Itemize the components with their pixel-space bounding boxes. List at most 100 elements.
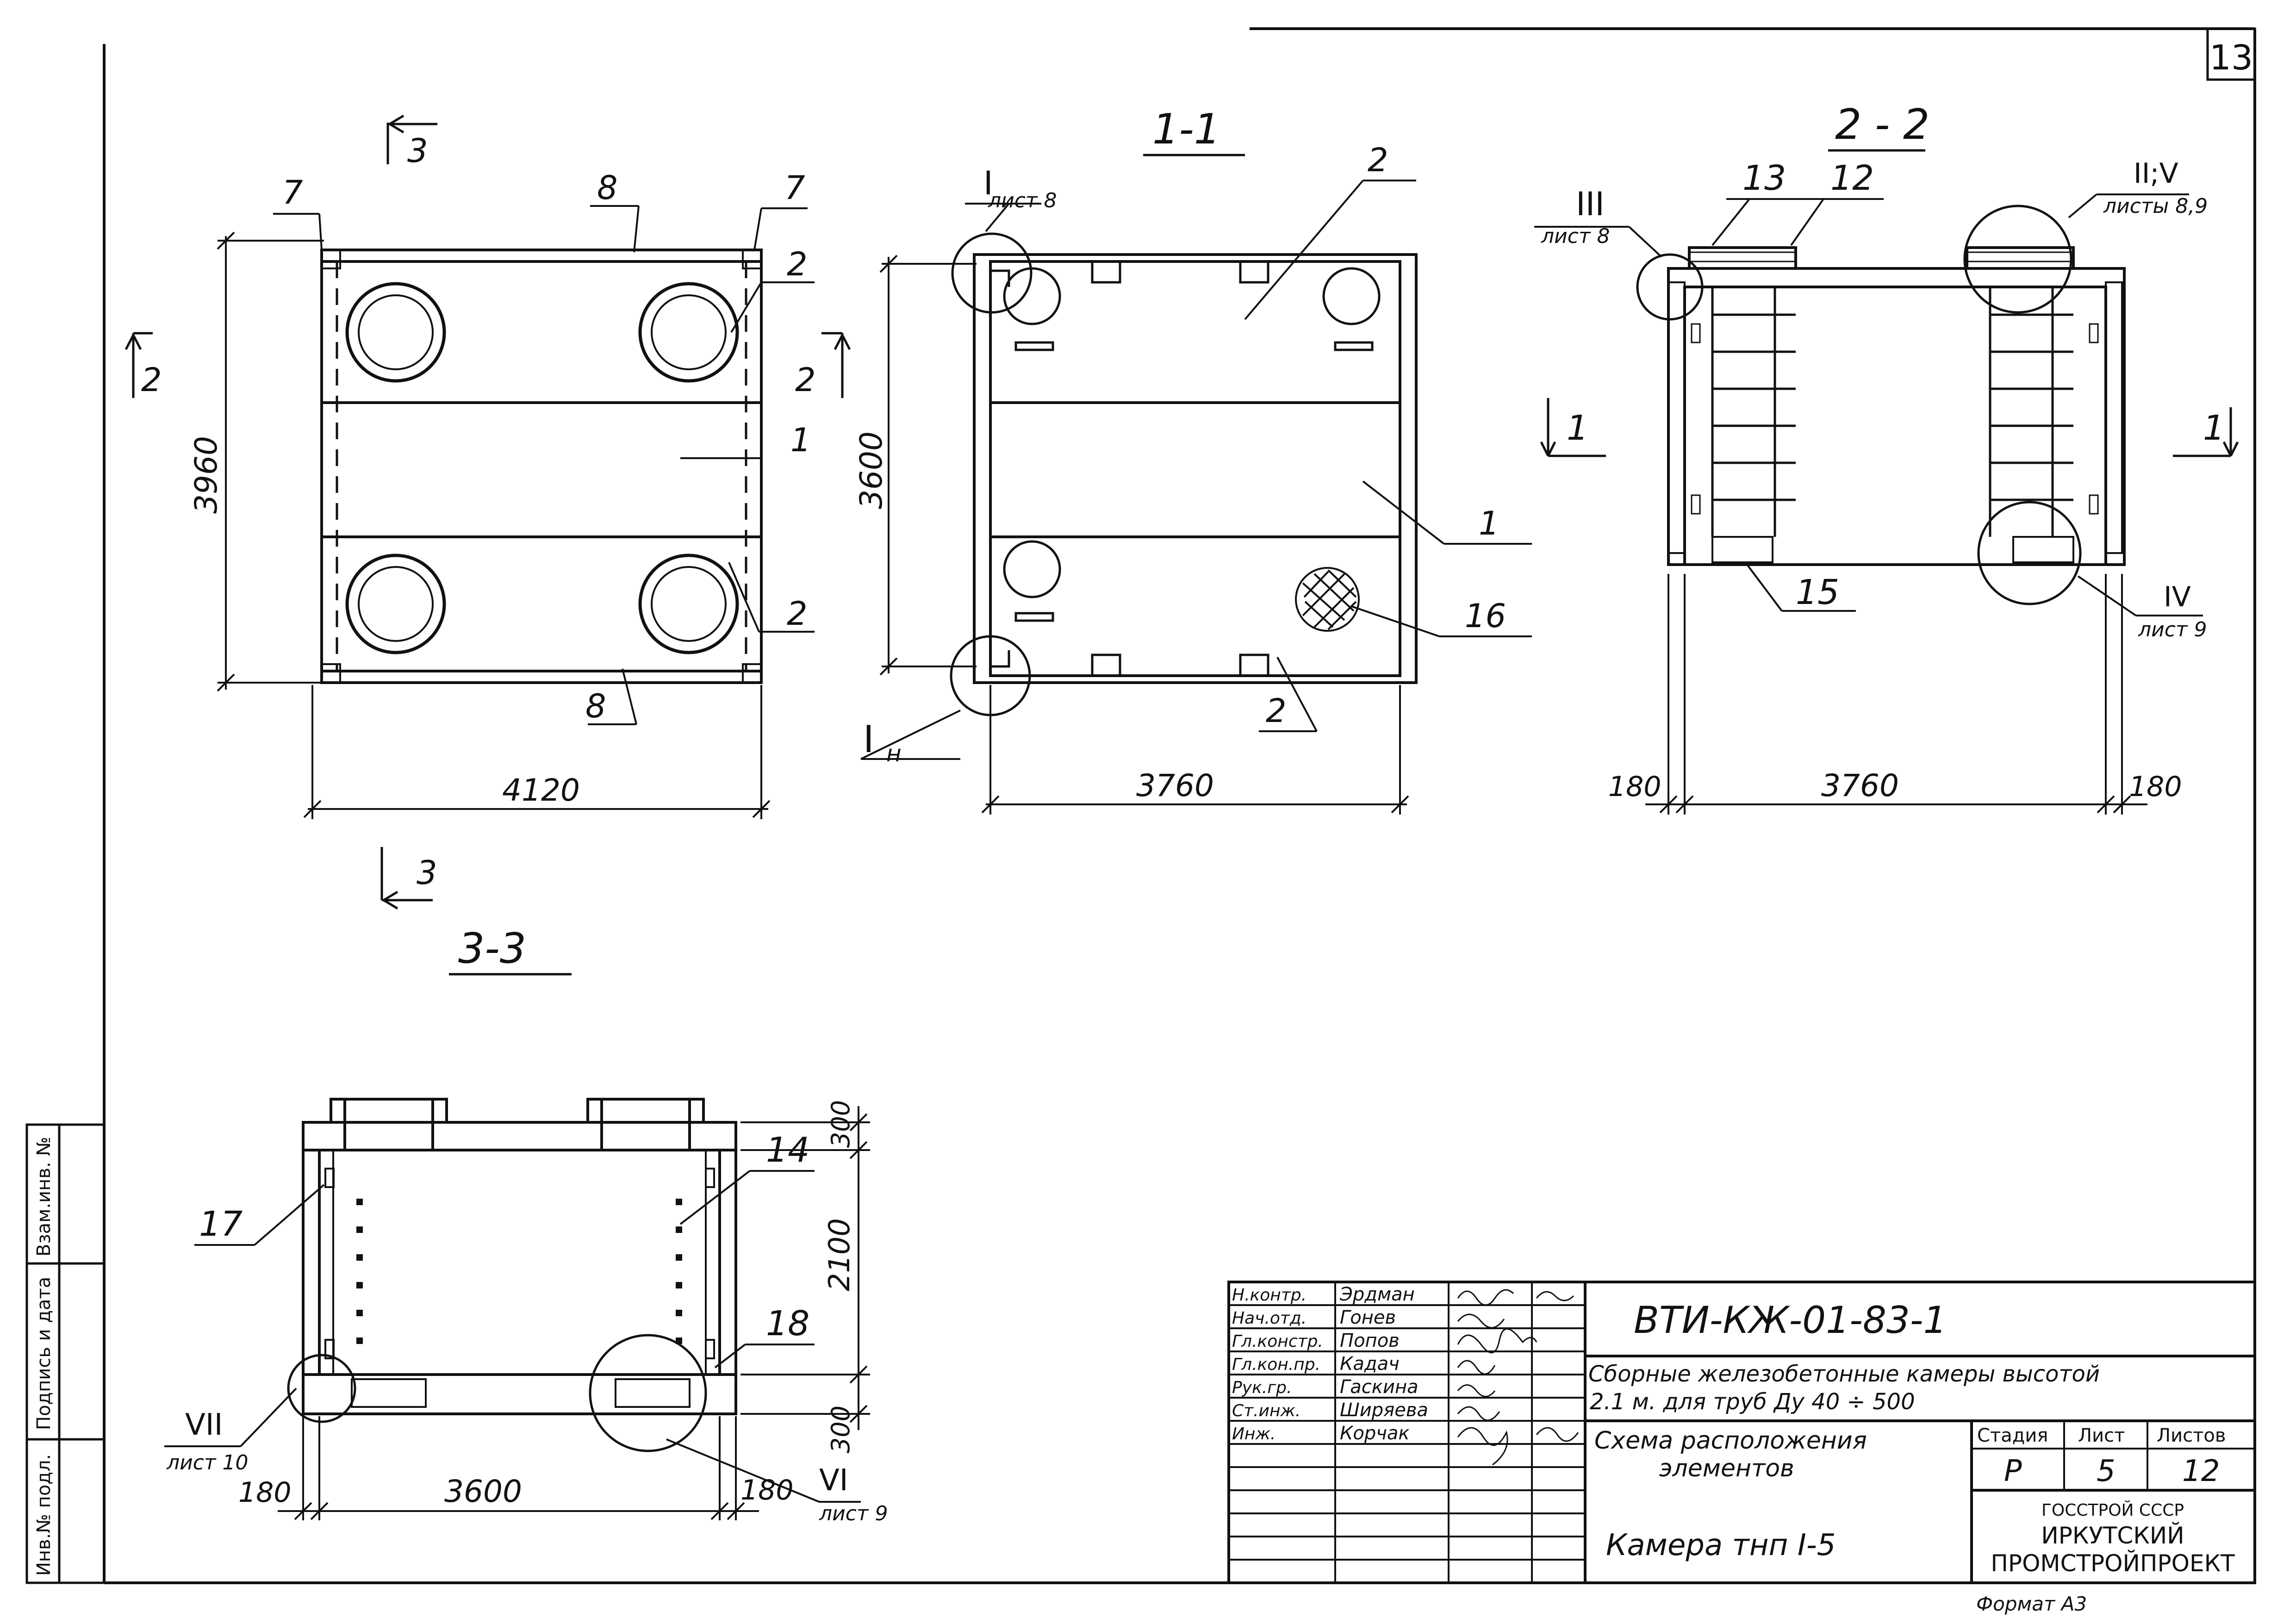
view11-dim-width: 3760 (1136, 768, 1214, 803)
view22-detail-IIV-sheet: листы 8,9 (2103, 194, 2208, 218)
cut1-right-label: 1 (2203, 408, 2225, 448)
tb-name-1: Гонев (1340, 1307, 1396, 1328)
tb-object-name: Камера тнп I-5 (1606, 1528, 1836, 1562)
plan-dim-height: 3960 (188, 436, 224, 514)
view33-dim-mid: 3600 (444, 1474, 522, 1509)
view22-dim-left: 180 (1608, 771, 1661, 803)
tb-stage-label: Стадия (1977, 1425, 2048, 1446)
tb-stage-value: Р (2004, 1454, 2022, 1488)
view11-pos16: 16 (1465, 597, 1506, 635)
tb-name-5: Ширяева (1340, 1400, 1428, 1421)
view11-dim-height: 3600 (853, 431, 889, 509)
plan-pos7-right: 7 (784, 169, 805, 207)
plan-pos7-left: 7 (282, 174, 303, 212)
tb-sheet-value: 5 (2097, 1454, 2116, 1488)
view11-element-16 (1295, 567, 1360, 632)
view-1-1: 1-1 (853, 105, 1532, 815)
plan-pos2-top: 2 (787, 245, 808, 283)
cut1-left-label: 1 (1567, 408, 1588, 448)
view-2-2: 2 - 2 (1534, 100, 2239, 815)
view11-pos2-top: 2 (1368, 141, 1388, 179)
view11-pos2-bottom: 2 (1266, 692, 1287, 730)
cut2-right-label: 2 (795, 361, 816, 399)
view22-detail-IV-circle (1977, 501, 2082, 605)
view33-dim-2100: 2100 (822, 1218, 856, 1291)
view11-pos1: 1 (1479, 504, 1500, 542)
tb-name-6: Корчак (1340, 1423, 1410, 1444)
tb-title-line1: Сборные железобетонные камеры высотой (1588, 1361, 2100, 1387)
tb-org-line2: ИРКУТСКИЙ (2041, 1522, 2184, 1549)
tb-doc-code: ВТИ-КЖ-01-83-1 (1634, 1299, 1947, 1342)
view22-dim-mid: 3760 (1821, 768, 1899, 803)
sheet-number: 13 (2209, 38, 2253, 78)
view33-dim-left: 180 (238, 1476, 292, 1509)
tb-role-0: Н.контр. (1232, 1286, 1307, 1305)
tb-org-line3: ПРОМСТРОЙПРОЕКТ (1991, 1549, 2235, 1577)
plan-pos8-bottom: 8 (585, 687, 606, 725)
view33-detail-VII-circle (287, 1354, 356, 1423)
view33-dim-right: 180 (740, 1474, 794, 1506)
view22-ladder-right (1989, 287, 2099, 537)
tb-name-2: Попов (1340, 1330, 1400, 1351)
view22-detail-IIV-circle (1963, 205, 2072, 314)
view-3-3: 3-3 (164, 924, 888, 1525)
strip-inv-podl: Инв.№ подл. (33, 1454, 55, 1576)
plan-dim-width: 4120 (502, 772, 580, 808)
view33-detail-VII: VII (185, 1408, 223, 1442)
cut3-bottom-label: 3 (417, 854, 437, 892)
tb-sheet-title-line1: Схема расположения (1594, 1427, 1867, 1455)
view22-pos13: 13 (1742, 158, 1786, 198)
view33-dim-300-bottom: 300 (826, 1406, 855, 1453)
view33-pos17: 17 (199, 1204, 243, 1244)
view22-title: 2 - 2 (1835, 100, 1929, 149)
view22-ladder-left (1691, 287, 1796, 537)
plan-hatch-openings (345, 282, 739, 654)
view22-pos12: 12 (1830, 158, 1874, 198)
tb-format: Формат А3 (1976, 1593, 2087, 1615)
view22-detail-III: III (1576, 185, 1605, 223)
tb-role-6: Инж. (1232, 1425, 1276, 1444)
plan-pos2-bottom: 2 (787, 595, 808, 633)
view11-detail-In: I (863, 718, 874, 761)
view11-detail-In-sub: н (886, 740, 902, 767)
tb-name-4: Гаскина (1340, 1376, 1419, 1398)
plan-view: 7 8 7 2 1 2 8 3960 4120 3 2 (124, 114, 851, 910)
view33-dim-300-top: 300 (826, 1100, 855, 1148)
title-block: Н.контр. Эрдман Нач.отд. Гонев Гл.констр… (1227, 1281, 2256, 1615)
view33-pos18: 18 (766, 1304, 809, 1344)
tb-sheets-label: Листов (2157, 1425, 2226, 1446)
view22-pos15: 15 (1796, 572, 1839, 612)
view22-detail-IV: IV (2164, 581, 2191, 613)
view33-detail-VI-sheet: лист 9 (819, 1502, 888, 1525)
left-strip: Инв.№ подл. Подпись и дата Взам.инв. № (25, 1123, 106, 1584)
view33-detail-VII-sheet: лист 10 (166, 1451, 249, 1475)
cut3-top-label: 3 (407, 132, 428, 170)
plan-pos1: 1 (790, 421, 811, 459)
tb-sheet-label: Лист (2078, 1425, 2125, 1446)
view11-detail-I: I (983, 164, 993, 202)
tb-role-5: Ст.инж. (1232, 1401, 1300, 1420)
view11-detail-I-sheet: лист 8 (988, 189, 1057, 212)
tb-title-line2: 2.1 м. для труб Ду 40 ÷ 500 (1590, 1389, 1915, 1415)
tb-role-3: Гл.кон.пр. (1232, 1355, 1320, 1374)
view22-detail-IIV: II;V (2134, 157, 2178, 190)
view33-ladder-rungs (356, 1199, 682, 1344)
tb-name-0: Эрдман (1339, 1284, 1415, 1305)
view22-detail-IV-sheet: лист 9 (2138, 618, 2207, 641)
plan-pos8-top: 8 (597, 169, 618, 207)
view33-detail-VI: VI (819, 1463, 848, 1498)
view33-title: 3-3 (458, 924, 526, 973)
tb-role-4: Рук.гр. (1232, 1378, 1292, 1397)
view22-detail-III-sheet: лист 8 (1541, 224, 1610, 248)
strip-podpis-data: Подпись и дата (33, 1277, 55, 1430)
tb-signatures (1457, 1289, 1579, 1466)
view11-title: 1-1 (1152, 105, 1220, 154)
tb-role-2: Гл.констр. (1232, 1332, 1323, 1351)
tb-name-3: Кадач (1340, 1353, 1400, 1375)
view33-detail-VI-circle (589, 1334, 707, 1452)
view11-detail-I-circle (951, 232, 1033, 314)
view22-dim-right: 180 (2129, 771, 2182, 803)
view22-detail-III-circle (1636, 253, 1704, 321)
tb-role-1: Нач.отд. (1232, 1309, 1307, 1328)
